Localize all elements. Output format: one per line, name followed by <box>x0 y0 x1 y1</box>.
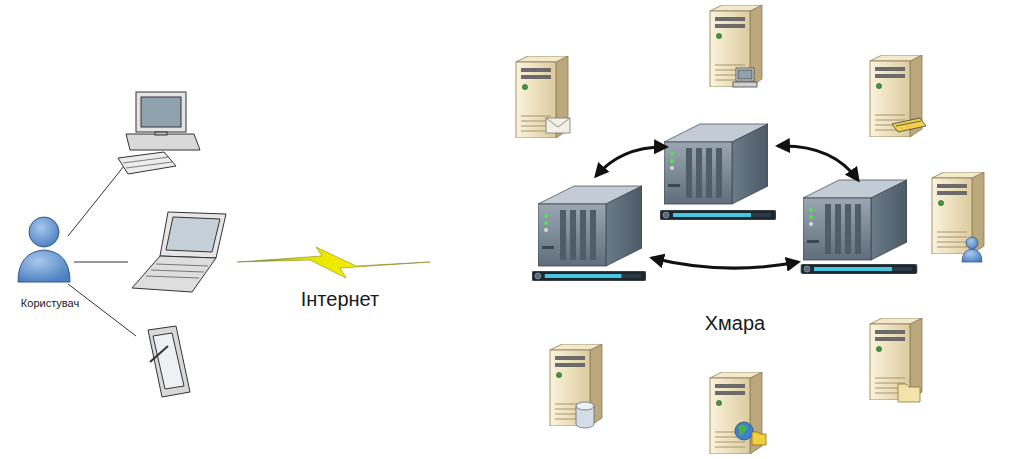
rack-server <box>538 186 642 266</box>
user-node: Користувач <box>0 205 100 317</box>
printer-icon <box>892 118 926 132</box>
cloud-region: Хмара <box>430 20 1009 459</box>
tablet-device <box>148 326 190 397</box>
sync-arrows <box>596 146 858 268</box>
rack-server <box>664 124 768 204</box>
laptop-computer <box>132 212 226 292</box>
cloud-shape <box>438 21 997 456</box>
connection-line <box>68 284 136 336</box>
sync-arrow <box>778 146 858 180</box>
sync-arrow <box>652 258 798 268</box>
network-label: Інтернет <box>270 287 410 311</box>
region-title: Хмара <box>671 311 799 335</box>
connection-line <box>74 262 128 263</box>
rack-server <box>803 180 907 260</box>
database-icon <box>576 402 594 428</box>
workstation-icon <box>733 68 757 87</box>
status-bar <box>532 271 646 281</box>
user-badge <box>962 237 982 262</box>
workstation-server <box>710 5 762 87</box>
node-label: Користувач <box>0 297 100 310</box>
sync-arrow <box>596 147 666 176</box>
mail-icon <box>546 118 570 133</box>
user-icon <box>18 217 70 282</box>
connection-line <box>68 156 132 236</box>
cloud-outline <box>430 20 1009 459</box>
status-bar <box>801 264 917 274</box>
internet-bolt <box>237 247 430 278</box>
directory-server <box>932 172 984 254</box>
status-bar <box>660 210 776 220</box>
globe-icon <box>735 422 766 445</box>
folder-icon <box>898 384 920 402</box>
desktop-computer <box>118 92 200 174</box>
